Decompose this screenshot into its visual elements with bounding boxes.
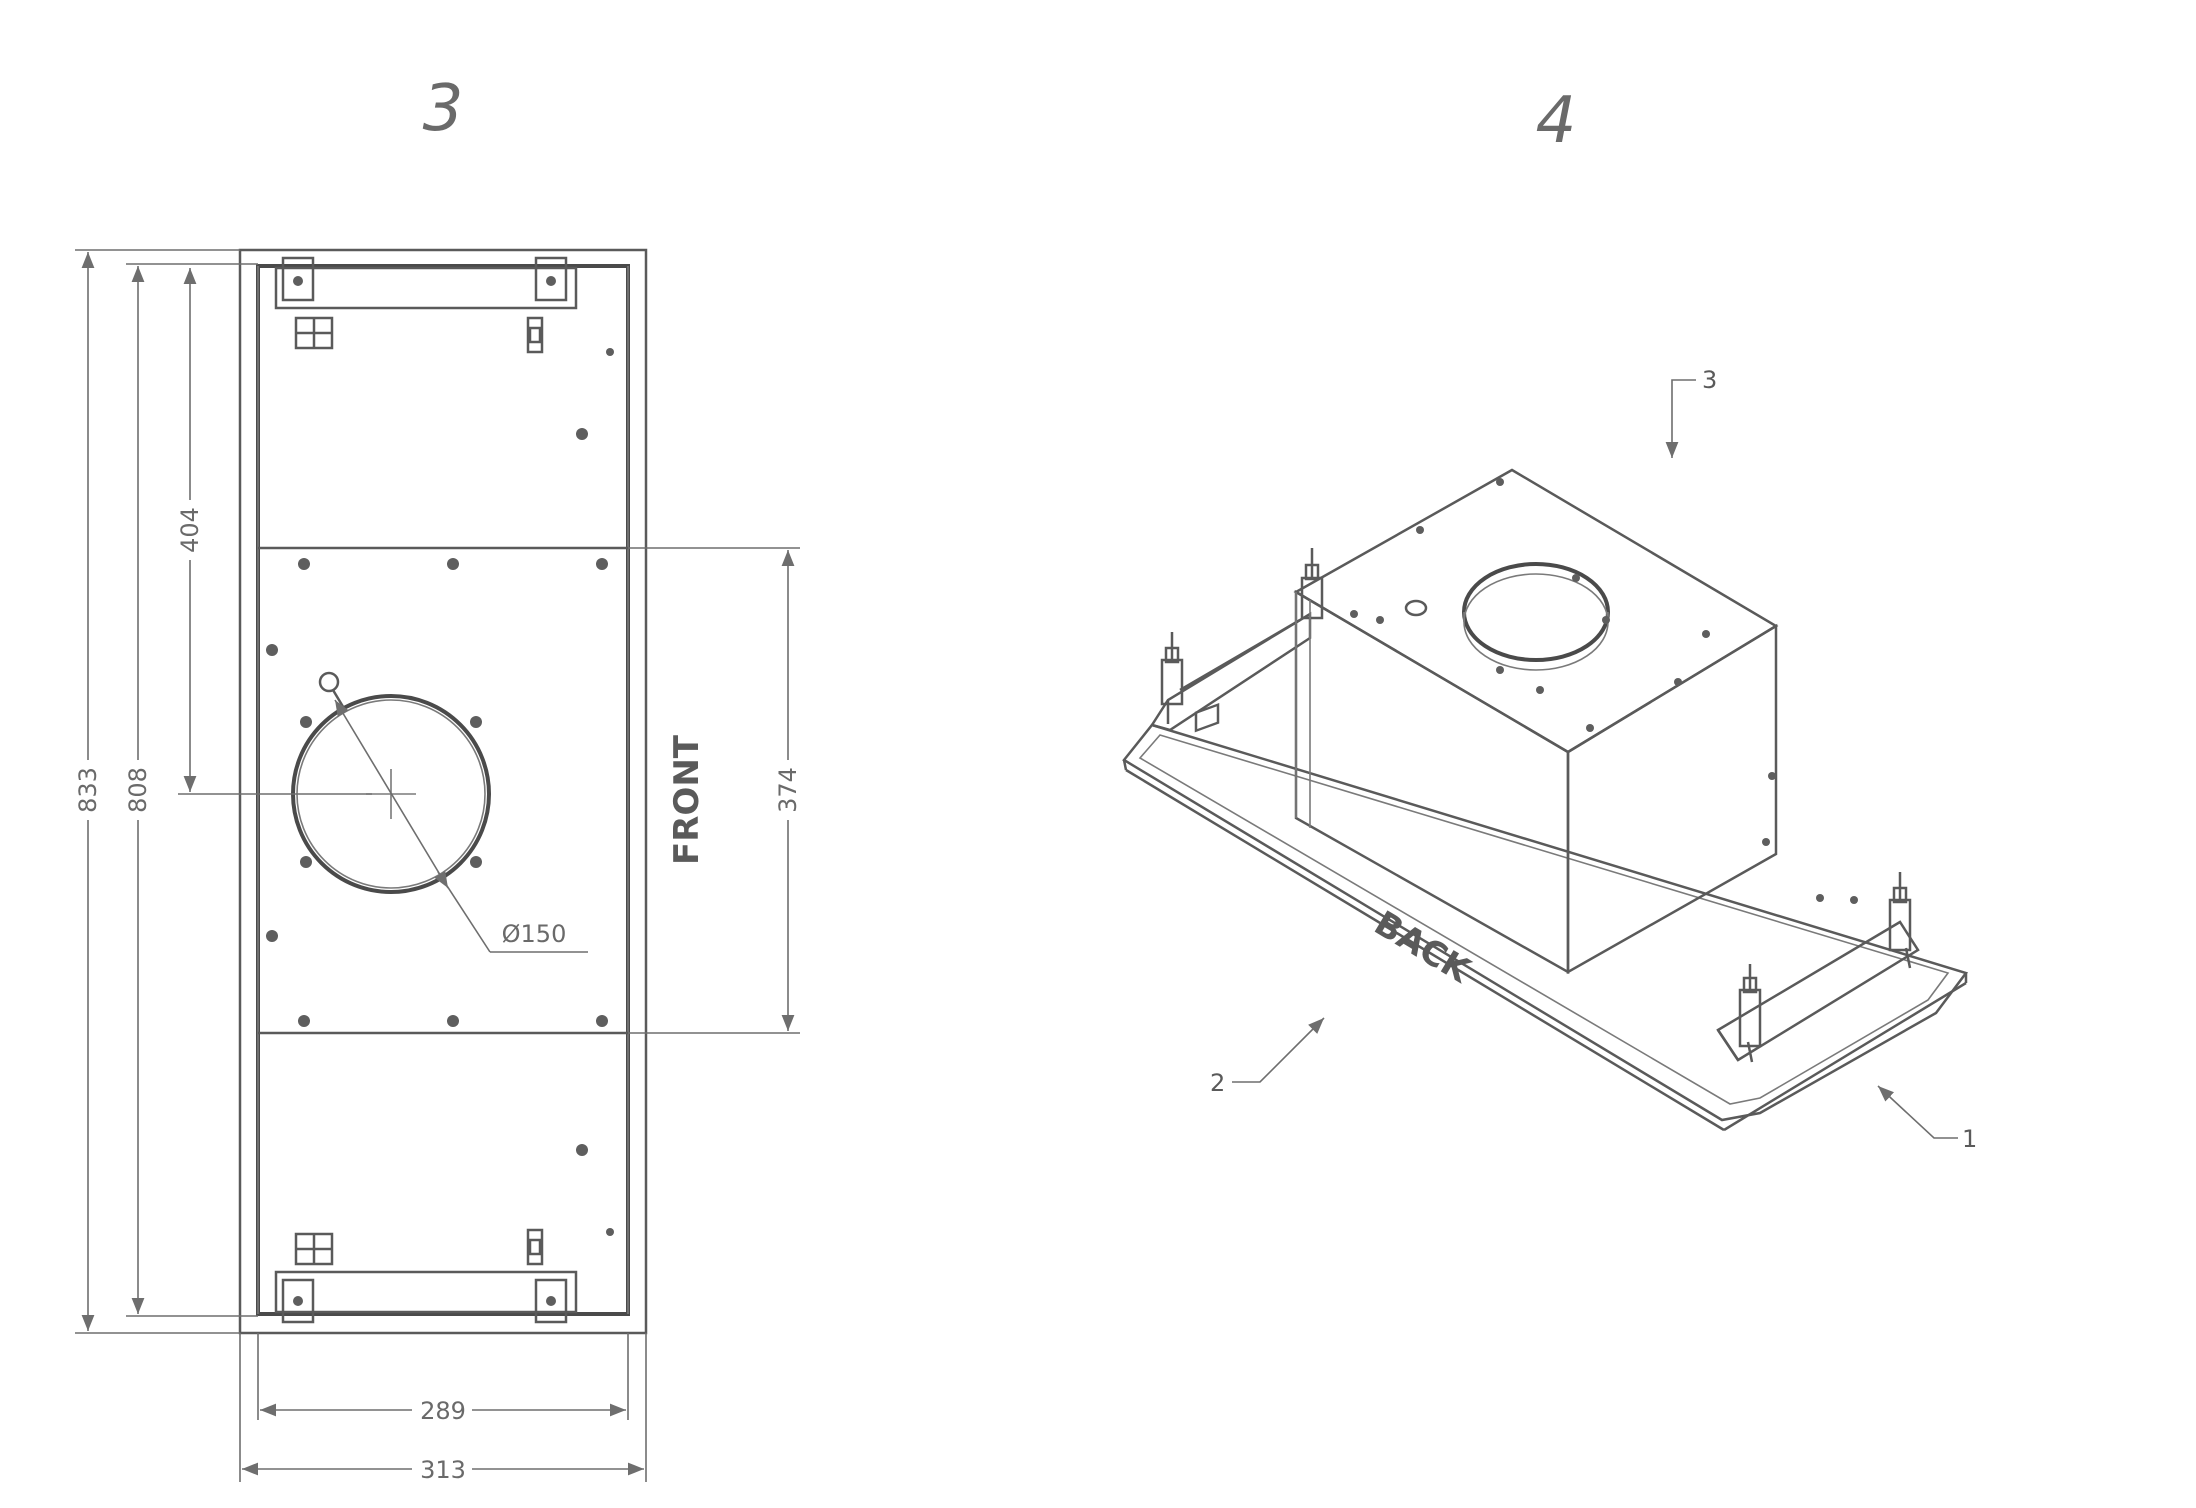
callout-2: 2: [1210, 1017, 1325, 1097]
view-3: 3: [74, 72, 802, 1484]
dimension-374: 374: [628, 547, 802, 1034]
panel-fasteners: [266, 558, 608, 1027]
svg-text:808: 808: [124, 767, 152, 813]
outer-frame: [238, 248, 648, 1335]
svg-text:3: 3: [1702, 366, 1717, 394]
callout-3: 3: [1665, 366, 1717, 458]
top-mounting-bracket: [274, 256, 614, 440]
front-label: FRONT: [667, 734, 707, 865]
dimension-313: 313: [239, 1333, 647, 1484]
diameter-label: Ø150: [502, 920, 567, 948]
base-plate: [1122, 723, 1969, 1132]
svg-text:2: 2: [1210, 1069, 1225, 1097]
bottom-mounting-bracket: [274, 1144, 614, 1324]
svg-text:289: 289: [420, 1397, 466, 1425]
dimension-808: 808: [124, 263, 258, 1317]
view-number-3: 3: [423, 72, 464, 146]
dimension-833: 833: [74, 249, 240, 1334]
svg-text:374: 374: [774, 767, 802, 813]
callout-1: 1: [1877, 1085, 1977, 1153]
right-rail: [1716, 872, 1920, 1063]
outlet-collar: Ø150: [291, 671, 588, 953]
svg-text:313: 313: [420, 1456, 466, 1484]
view-number-4: 4: [1536, 84, 1577, 158]
svg-text:833: 833: [74, 767, 102, 813]
motor-box: [1293, 468, 1858, 975]
svg-text:404: 404: [176, 507, 204, 553]
dimension-404: 404: [176, 268, 372, 795]
inner-body: [256, 264, 630, 1316]
back-label: BACK: [1367, 903, 1478, 991]
view-4: 4: [1122, 84, 1977, 1153]
dimension-289: 289: [257, 1333, 629, 1425]
svg-text:1: 1: [1962, 1125, 1977, 1153]
